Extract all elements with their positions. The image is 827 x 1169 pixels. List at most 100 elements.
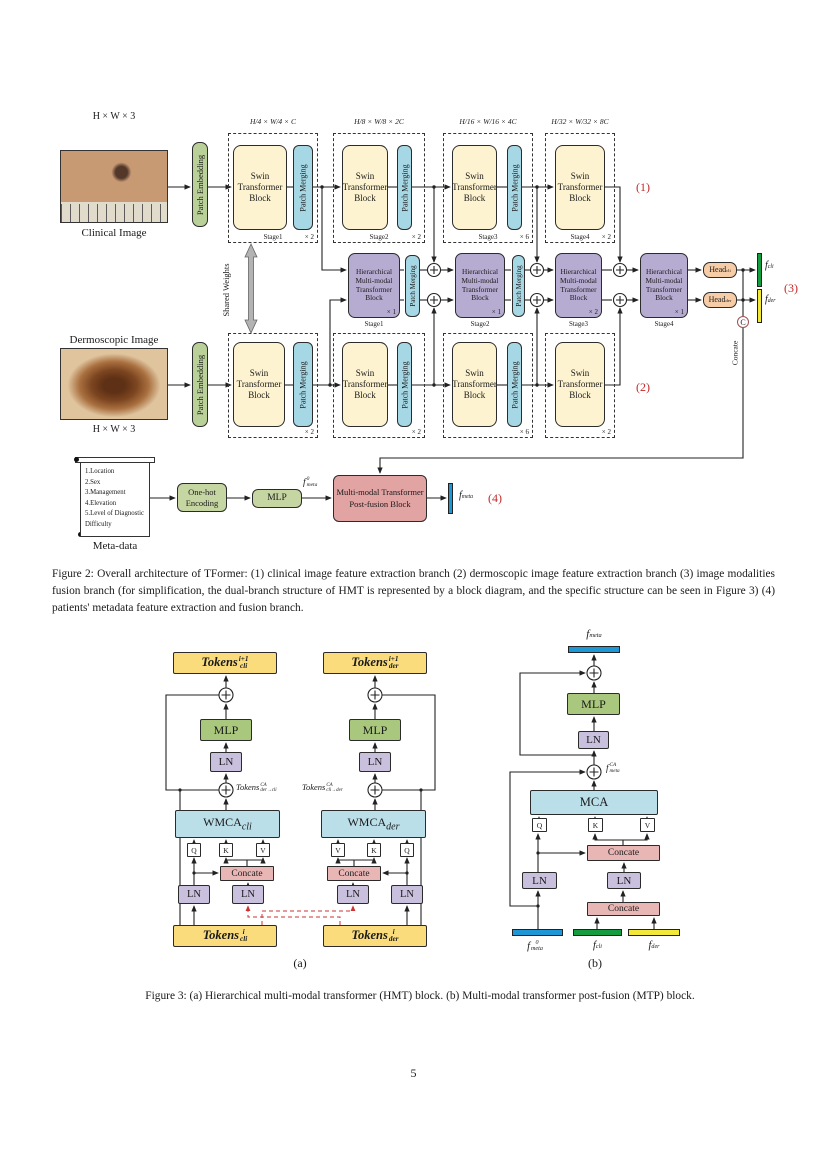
swin-block: Swin Transformer Block xyxy=(233,342,285,427)
hmt-label: Hierarchical Multi-modal Transformer Blo… xyxy=(645,267,683,303)
concate-box: Concate xyxy=(587,845,660,861)
top-stage4-name: Stage4 xyxy=(570,233,590,241)
f-meta-out-bar xyxy=(568,646,620,653)
v-box: V xyxy=(256,843,270,857)
hmt-stage4-mult: × 1 xyxy=(674,307,684,316)
concate-node: C xyxy=(737,316,749,328)
patch-merging-label: Patch Merging xyxy=(408,265,417,307)
f-meta0-bar xyxy=(512,929,563,936)
mlp-box: MLP xyxy=(200,719,252,741)
concate-vertical: Concate xyxy=(728,330,742,376)
patch-merging: Patch Merging xyxy=(512,255,525,317)
bottom-stage1-box: × 2 xyxy=(228,333,318,438)
top-stage2-name: Stage2 xyxy=(369,233,389,241)
head-cli-label: Head xyxy=(709,265,727,275)
f-meta-label: fmeta xyxy=(459,490,474,501)
patch-merging: Patch Merging xyxy=(405,255,420,317)
swin-block: Swin Transformer Block xyxy=(555,342,605,427)
top-stage3-mult: × 6 xyxy=(519,233,529,241)
bottom-stage4-mult: × 2 xyxy=(601,428,611,436)
patch-merging: Patch Merging xyxy=(397,342,412,427)
hmt-label: Hierarchical Multi-modal Transformer Blo… xyxy=(560,267,597,303)
clinical-dim-label: H × W × 3 xyxy=(92,111,136,122)
ln-box: LN xyxy=(337,885,369,904)
ln-box: LN xyxy=(522,872,557,889)
top-stage3-name: Stage3 xyxy=(478,233,498,241)
patch-merging: Patch Merging xyxy=(507,145,522,230)
mtp-block: Multi-modal Transformer Post-fusion Bloc… xyxy=(333,475,427,522)
swin-block: Swin Transformer Block xyxy=(452,342,497,427)
mlp-box: MLP xyxy=(567,693,620,715)
meta-item: 3.Management xyxy=(85,489,126,497)
patch-merging-label: Patch Merging xyxy=(400,163,409,212)
dermoscopic-image-caption: Dermoscopic Image xyxy=(69,334,159,346)
clinical-image-caption: Clinical Image xyxy=(81,227,147,239)
patch-merging: Patch Merging xyxy=(507,342,522,427)
shared-weights-arrow xyxy=(244,243,258,334)
top-stage4-box: Stage4 × 2 xyxy=(545,133,615,243)
patch-merging-label: Patch Merging xyxy=(510,360,519,409)
patch-merging: Patch Merging xyxy=(397,145,412,230)
shared-weights: Shared Weights xyxy=(218,250,234,330)
branch-label-3: (3) xyxy=(784,281,798,295)
meta-item: Difficulty xyxy=(85,520,112,528)
bottom-stage1-mult: × 2 xyxy=(304,428,314,436)
patch-merging: Patch Merging xyxy=(293,145,313,230)
shared-weights-label: Shared Weights xyxy=(221,263,231,317)
q-box: Q xyxy=(532,818,547,832)
f-cli-bar xyxy=(757,253,762,287)
ln-box: LN xyxy=(178,885,210,904)
head-der-label: Head xyxy=(708,295,726,305)
hmt-label: Hierarchical Multi-modal Transformer Blo… xyxy=(355,267,393,303)
metadata-caption: Meta-data xyxy=(92,540,138,552)
hmt-stage3-name: Stage3 xyxy=(568,320,589,328)
v-box: V xyxy=(331,843,345,857)
hmt-block-stage4: Hierarchical Multi-modal Transformer Blo… xyxy=(640,253,688,318)
q-box: Q xyxy=(400,843,414,857)
swin-block: Swin Transformer Block xyxy=(342,145,388,230)
patch-embedding-label: Patch Embedding xyxy=(195,154,205,215)
stage1-dim: H/4 × W/4 × C xyxy=(250,117,296,126)
bottom-stage2-mult: × 2 xyxy=(411,428,421,436)
swin-block: Swin Transformer Block xyxy=(342,342,388,427)
patch-merging-label: Patch Merging xyxy=(298,360,308,409)
ln-box: LN xyxy=(210,752,242,772)
bottom-stage3-box: × 6 xyxy=(443,333,533,438)
page-number: 5 xyxy=(410,1066,417,1080)
stage3-dim: H/16 × W/16 × 4C xyxy=(459,117,517,126)
head-cli: Headcli xyxy=(703,262,737,278)
k-box: K xyxy=(588,818,603,832)
one-hot-encoding-box: One-hot Encoding xyxy=(177,483,227,512)
f-meta-out-label: fmeta xyxy=(586,628,602,640)
top-stage2-box: Stage2 × 2 xyxy=(333,133,425,243)
hmt-block-stage2: Hierarchical Multi-modal Transformer Blo… xyxy=(455,253,505,318)
f-cli-label: fcli xyxy=(593,940,602,951)
subfigure-b-label: (b) xyxy=(588,956,602,970)
meta-item: 4.Elevation xyxy=(85,499,117,507)
f-der-label: fder xyxy=(648,940,660,951)
top-stage4-mult: × 2 xyxy=(601,233,611,241)
bottom-stage2-box: × 2 xyxy=(333,333,425,438)
swin-block: Swin Transformer Block xyxy=(233,145,287,230)
v-box: V xyxy=(640,818,655,832)
hmt-stage4-name: Stage4 xyxy=(654,320,674,328)
wmca-cli-box: WMCAcli xyxy=(175,810,280,838)
k-box: K xyxy=(367,843,381,857)
stage2-dim: H/8 × W/8 × 2C xyxy=(354,117,404,126)
figure3-caption: Figure 3: (a) Hierarchical multi-modal t… xyxy=(145,990,695,1002)
ln-box: LN xyxy=(607,872,641,889)
concate-box: Concate xyxy=(587,902,660,916)
patch-merging-label: Patch Merging xyxy=(510,163,519,212)
swin-block: Swin Transformer Block xyxy=(452,145,497,230)
meta-item: 5.Level of Diagnostic xyxy=(85,510,145,518)
hmt-block-stage1: Hierarchical Multi-modal Transformer Blo… xyxy=(348,253,400,318)
clinical-image xyxy=(60,150,168,223)
dermoscopic-dim-label: H × W × 3 xyxy=(92,424,136,435)
top-stage2-mult: × 2 xyxy=(411,233,421,241)
ln-box: LN xyxy=(578,731,609,749)
branch-label-2: (2) xyxy=(636,380,650,394)
head-der: Headder xyxy=(703,292,737,308)
